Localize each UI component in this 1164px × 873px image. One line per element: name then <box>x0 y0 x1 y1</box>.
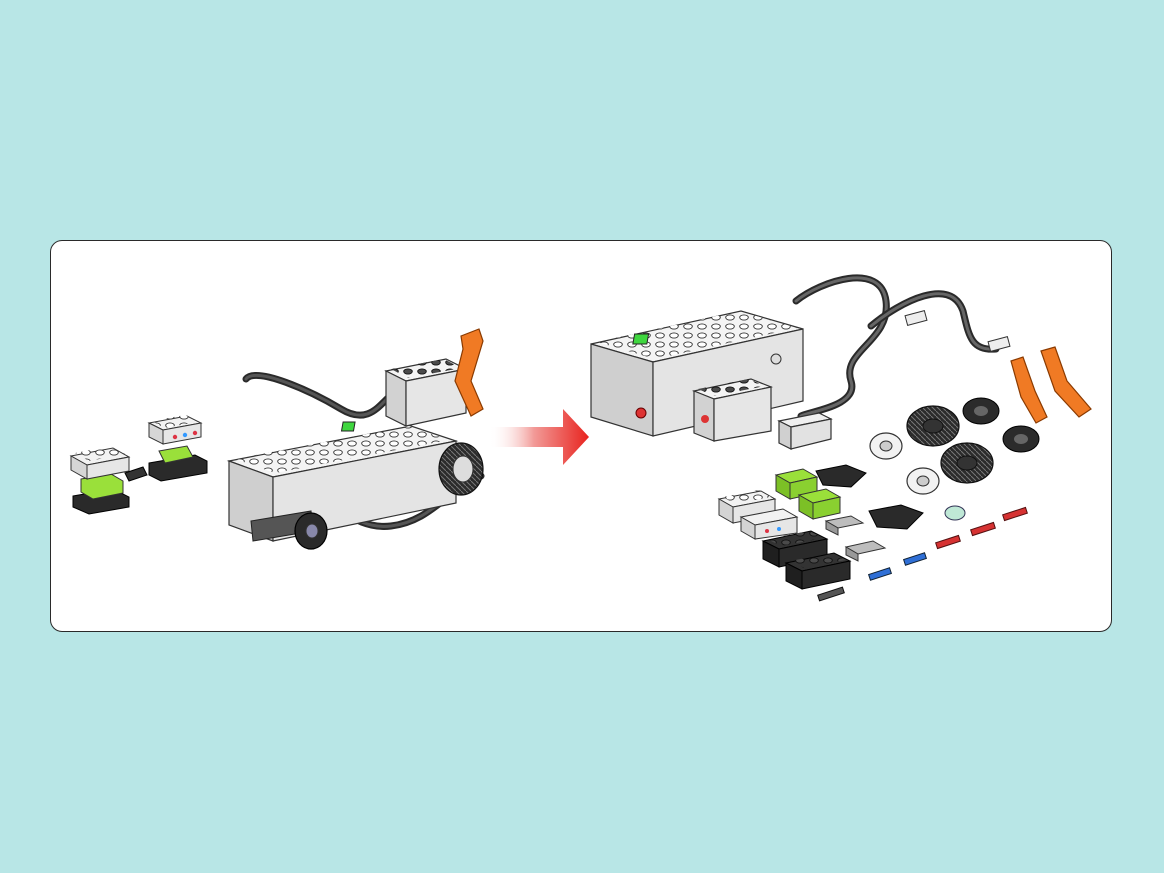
right-arrow-icon <box>489 409 589 465</box>
instruction-panel <box>50 240 1112 632</box>
disassembled-parts-icon <box>590 274 1092 602</box>
instruction-illustration <box>69 274 1092 602</box>
small-sensor-assembly-icon <box>69 415 208 515</box>
assembled-robot-base-icon <box>226 328 485 550</box>
